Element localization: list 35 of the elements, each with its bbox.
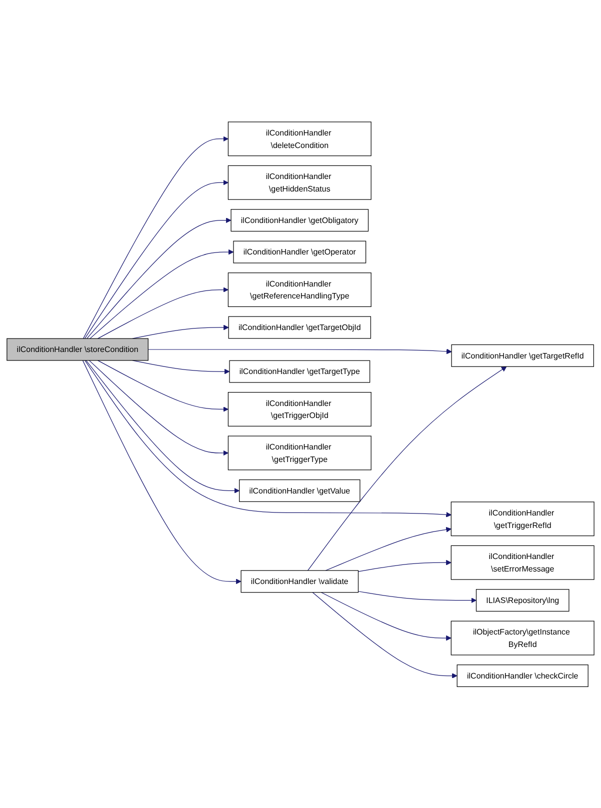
arrow [86,217,232,339]
node-box: ilConditionHandler \checkCircle [456,664,588,687]
node-box: ilConditionHandler \setErrorMessage [450,545,594,580]
arrow [148,348,452,354]
arrow [325,526,452,571]
arrow [320,592,452,640]
node-box: ILIAS\Repository\lng [476,588,570,612]
arrow [84,180,228,339]
node-box: ilConditionHandler \getReferenceHandlingType [228,272,372,307]
node-box: ilConditionHandler \validate [240,570,359,592]
arrow [88,360,228,456]
arrow [312,592,458,678]
arrow [82,360,242,584]
node-box: ilConditionHandler \getTargetRefId [451,344,594,367]
arrow [358,590,476,603]
arrow [358,560,452,572]
node-box: ilConditionHandler \storeCondition [6,338,148,360]
node-box: ilConditionHandler \deleteCondition [228,121,372,156]
arrow [307,366,507,571]
arrow [132,360,230,374]
node-box: ilConditionHandler \getTriggerObjId [228,392,372,426]
node-box: ilConditionHandler \getTriggerType [228,435,372,470]
node-box: ilConditionHandler \getTriggerRefId [450,501,594,536]
node-box: ilConditionHandler \getTargetType [229,360,370,382]
arrow [90,249,234,339]
arrow [97,286,228,339]
node-box: ilConditionHandler \getOperator [233,240,366,263]
arrow [86,360,240,494]
node-box: ilConditionHandler \getHiddenStatus [228,165,372,200]
node-box: ilConditionHandler \getValue [239,479,360,502]
node-box: ilConditionHandler \getObligatory [230,208,369,232]
arrow [82,136,228,339]
arrow [97,360,228,412]
node-box: ilObjectFactory\getInstance ByRefId [450,620,594,655]
node-box: ilConditionHandler \getTargetObjId [228,316,372,338]
